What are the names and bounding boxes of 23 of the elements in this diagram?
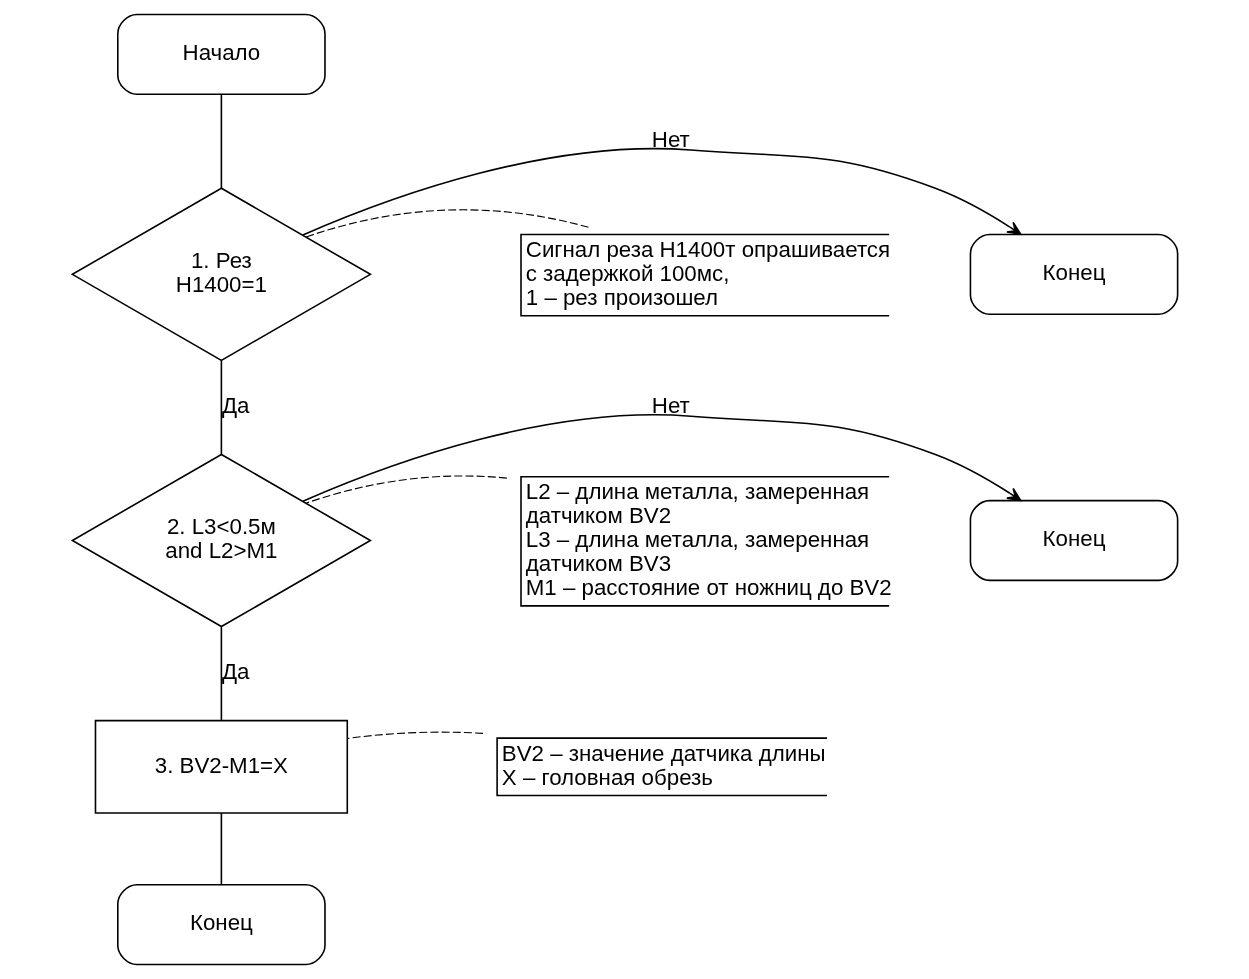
node-diamond: 2. L3<0.5м and L2>M1 — [70, 453, 372, 628]
connector — [305, 475, 507, 504]
node-diamond: 1. Рез H1400=1 — [70, 187, 372, 362]
connector — [220, 626, 222, 722]
node-box: Конец — [969, 499, 1178, 582]
connector — [220, 359, 222, 456]
edge-label: Да — [221, 393, 249, 419]
node-box: Конец — [969, 233, 1178, 315]
connector — [346, 731, 484, 739]
edge-label: Нет — [651, 393, 690, 419]
arrow — [301, 414, 1021, 502]
connector — [220, 93, 222, 189]
connector — [220, 812, 222, 886]
node-box: Конец — [116, 883, 326, 966]
arrow — [301, 147, 1021, 236]
edge-label: Да — [221, 659, 249, 685]
node-box: 3. BV2-M1=X — [94, 719, 348, 814]
connector — [305, 209, 589, 238]
edge-label: Нет — [651, 127, 690, 153]
node-box: Начало — [116, 13, 326, 96]
node-text: L2 – длина металла, замеренная датчиком BV2 L3 – длина металла, замеренная датчиком BV3 M1 – расстояние от ножниц до BV2 — [525, 479, 892, 600]
node-text: BV2 – значение датчика длины X – головная обрезь — [501, 740, 826, 790]
node-text: Сигнал реза H1400т опрашивается с задержкой 100мс, 1 – рез произошел — [525, 237, 890, 310]
